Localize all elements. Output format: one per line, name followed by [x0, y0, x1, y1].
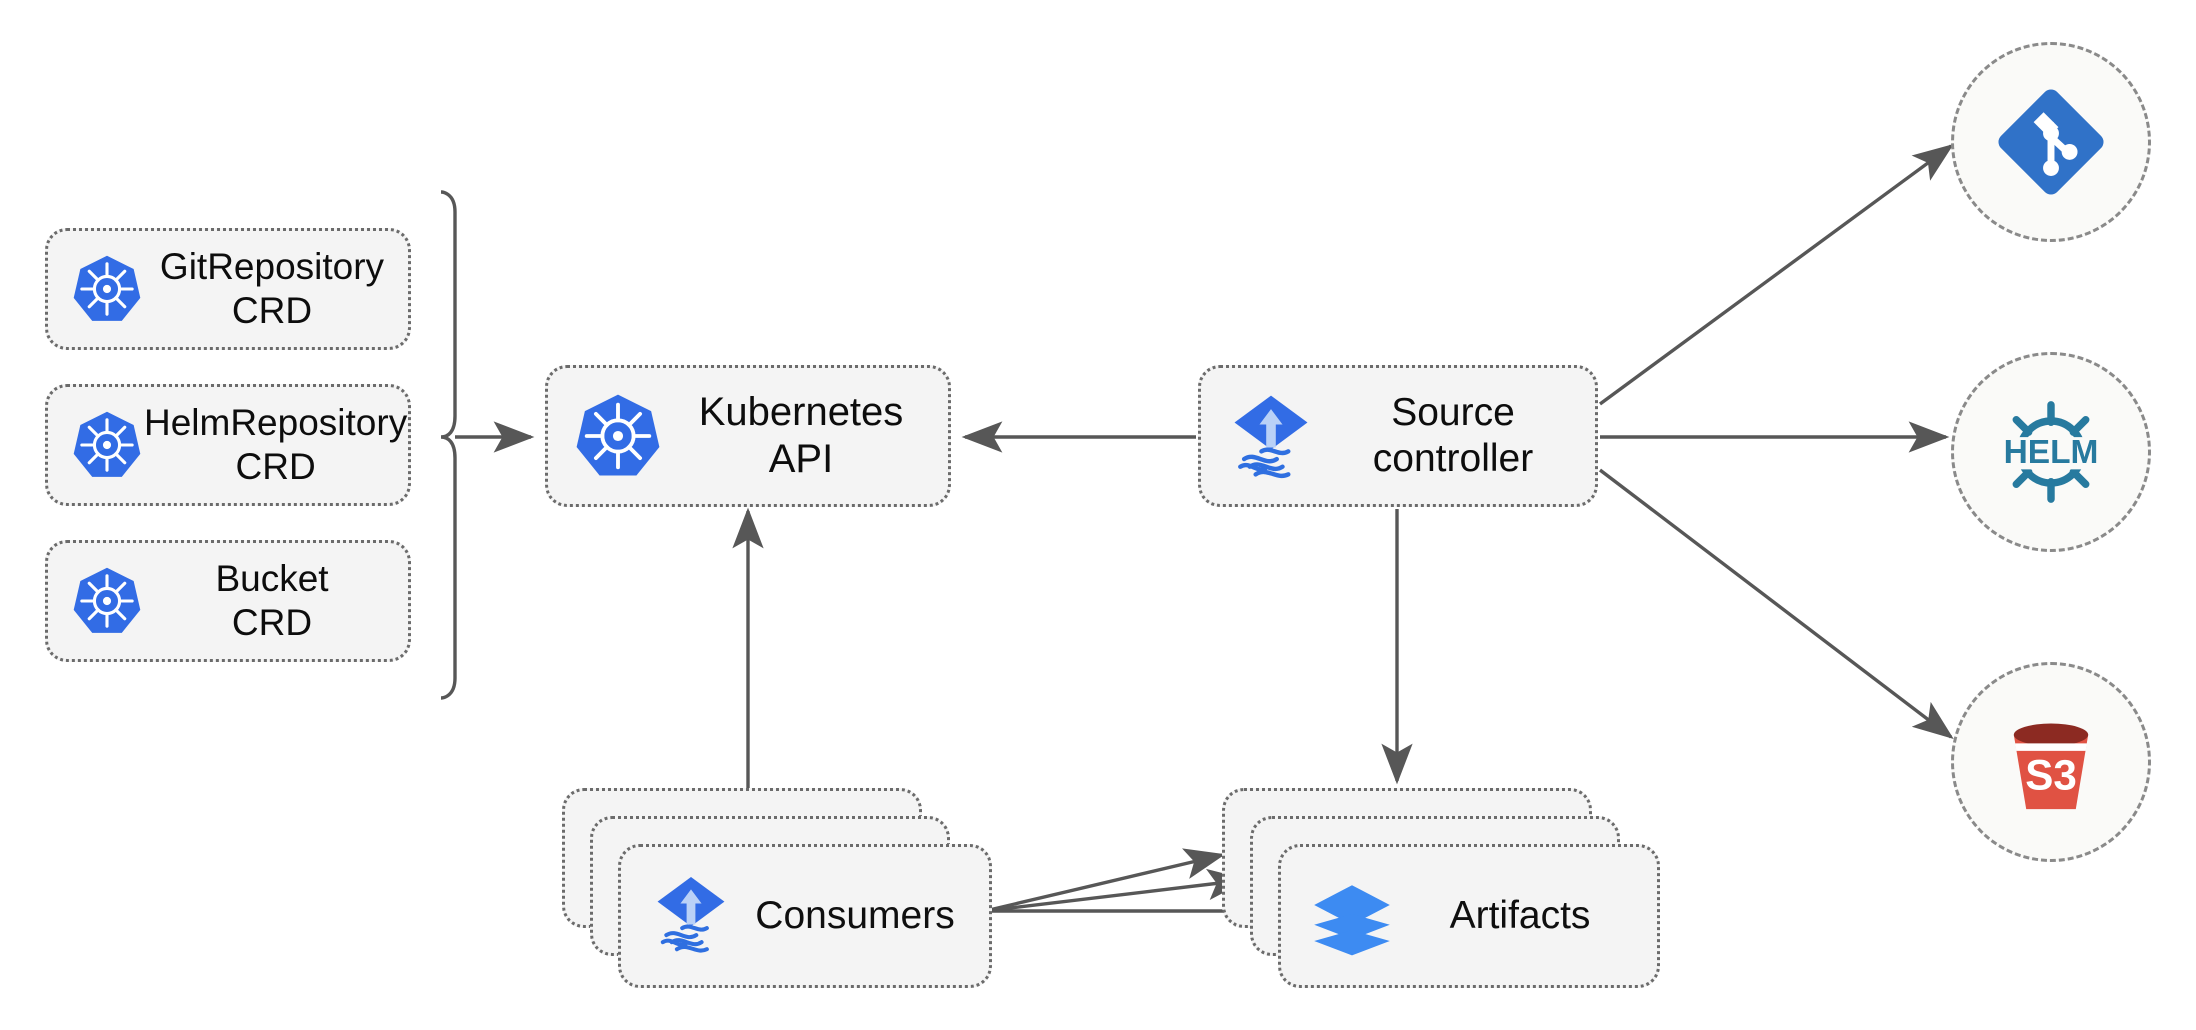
artifacts-card-front[interactable]: Artifacts: [1278, 844, 1660, 988]
kubernetes-icon: [70, 408, 144, 482]
node-artifacts[interactable]: Artifacts: [1222, 788, 1660, 988]
kubernetes-icon: [70, 564, 144, 638]
edge-source-controller-to-git: [1598, 143, 1954, 406]
crd-group-bracket: [440, 190, 457, 700]
external-helm[interactable]: HELM: [1951, 352, 2151, 552]
layers-icon: [1307, 869, 1397, 964]
git-icon: [1989, 80, 2113, 204]
kubernetes-icon: [572, 390, 664, 482]
svg-text:HELM: HELM: [2004, 434, 2099, 471]
consumers-card-front[interactable]: Consumers: [618, 844, 992, 988]
s3-bucket-icon: S3: [1989, 700, 2113, 824]
kubernetes-icon: [70, 252, 144, 326]
flux-icon: [647, 870, 735, 963]
svg-text:S3: S3: [2025, 751, 2077, 798]
edge-source-controller-to-s3: [1598, 468, 1954, 740]
node-kubernetes-api-label: Kubernetes API: [698, 389, 904, 481]
external-s3[interactable]: S3: [1951, 662, 2151, 862]
node-consumers[interactable]: Consumers: [562, 788, 992, 988]
flux-icon: [1223, 388, 1319, 484]
node-kubernetes-api[interactable]: Kubernetes API: [545, 365, 951, 507]
edge-consumers-to-artifacts-1: [984, 848, 1226, 913]
node-artifacts-label: Artifacts: [1449, 894, 1591, 937]
node-consumers-label: Consumers: [755, 894, 955, 937]
edge-consumers-to-artifacts-2: [984, 868, 1249, 913]
external-git[interactable]: [1951, 42, 2151, 242]
helm-icon: HELM: [1989, 390, 2113, 514]
